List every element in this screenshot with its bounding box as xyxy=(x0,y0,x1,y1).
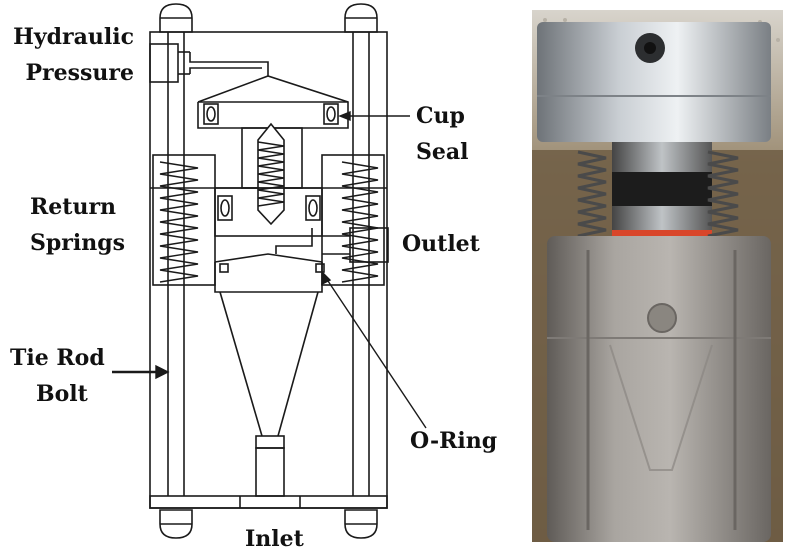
cone-left xyxy=(219,291,263,437)
label-inlet: Inlet xyxy=(245,526,304,552)
hydraulic-port xyxy=(149,43,179,83)
oring-leader xyxy=(325,277,427,429)
bolt-head-bottom-right xyxy=(344,509,378,539)
label-bolt: Bolt xyxy=(36,381,88,407)
return-spring-right xyxy=(341,161,379,283)
label-tie-rod-bolt: Tie Rod Bolt xyxy=(10,347,105,405)
bolt-head-top-right xyxy=(344,3,378,33)
return-spring-left xyxy=(159,161,199,283)
cup-seal-left xyxy=(203,103,219,125)
label-hydraulic-pressure: Hydraulic Pressure xyxy=(12,26,134,84)
tie-rod-right xyxy=(352,32,370,496)
label-cup-seal: Cup Seal xyxy=(416,105,469,163)
label-return-springs: Return Springs xyxy=(30,196,125,254)
tie-rod-left xyxy=(167,32,185,496)
label-hydraulic: Hydraulic xyxy=(13,24,134,50)
photo-outlet-hole xyxy=(647,303,677,333)
label-return: Return xyxy=(30,194,117,220)
cup-seal-right xyxy=(323,103,339,125)
label-seal: Seal xyxy=(416,139,469,165)
bolt-head-top-left xyxy=(159,3,193,33)
label-cup: Cup xyxy=(416,103,465,129)
photo-acrylic-body xyxy=(547,236,771,542)
photo-metal-cap xyxy=(537,22,771,142)
label-outlet: Outlet xyxy=(402,231,480,257)
label-o-ring: O-Ring xyxy=(410,428,498,454)
label-pressure: Pressure xyxy=(25,60,135,86)
cone-right xyxy=(277,291,319,437)
label-springs: Springs xyxy=(30,230,125,256)
stem-thread xyxy=(257,141,285,207)
photo-spring-left xyxy=(577,150,607,250)
label-tie-rod: Tie Rod xyxy=(10,345,105,371)
bolt-head-bottom-left xyxy=(159,509,193,539)
photo-spring-right xyxy=(707,150,739,250)
photo-o-ring xyxy=(612,230,712,238)
